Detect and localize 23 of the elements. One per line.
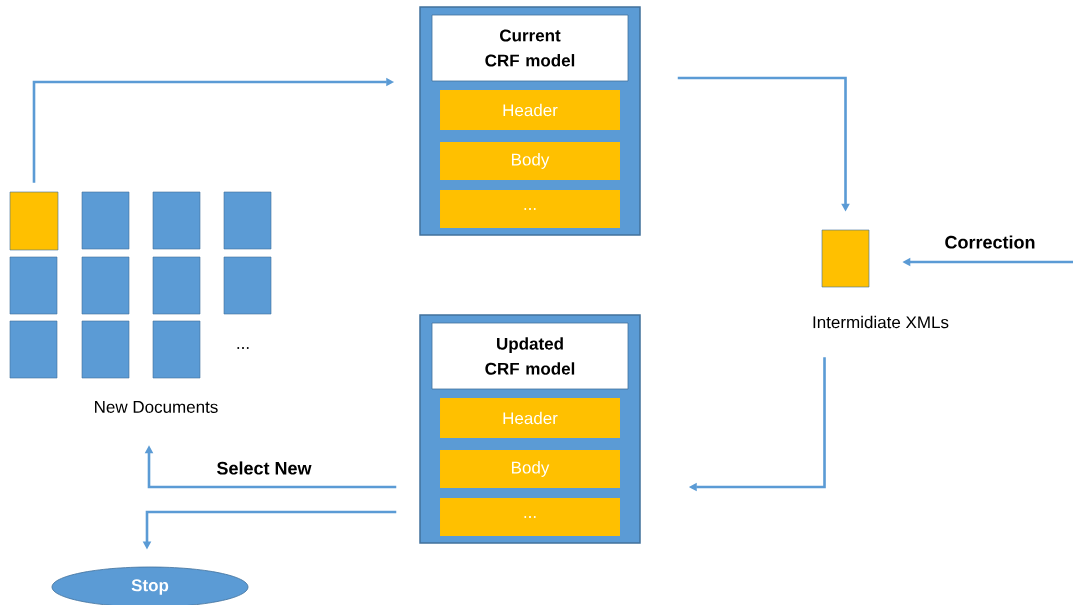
section-box: Header [440, 398, 620, 438]
caption: New Documents [95, 401, 218, 413]
node-label: Intermidiate XMLs [813, 315, 949, 329]
document-icon [9, 256, 58, 315]
document-icon [9, 191, 59, 251]
document-icon [81, 191, 130, 250]
section-box: Header [440, 90, 620, 130]
edge-label: Correction [943, 234, 1037, 250]
document-icon [223, 191, 272, 250]
document-icon [152, 320, 201, 379]
document-icon [81, 320, 130, 379]
section-box: ... [440, 190, 620, 228]
section-box: Body [440, 142, 620, 180]
section-box: Body [440, 450, 620, 488]
ellipsis: ... [237, 347, 249, 349]
document-icon [152, 191, 201, 250]
document-icon [821, 229, 870, 288]
document-icon [9, 320, 58, 379]
edge-label: Select New [215, 460, 313, 476]
document-icon [152, 256, 201, 315]
document-icon [223, 256, 272, 315]
section-box: ... [440, 498, 620, 536]
document-icon [81, 256, 130, 315]
